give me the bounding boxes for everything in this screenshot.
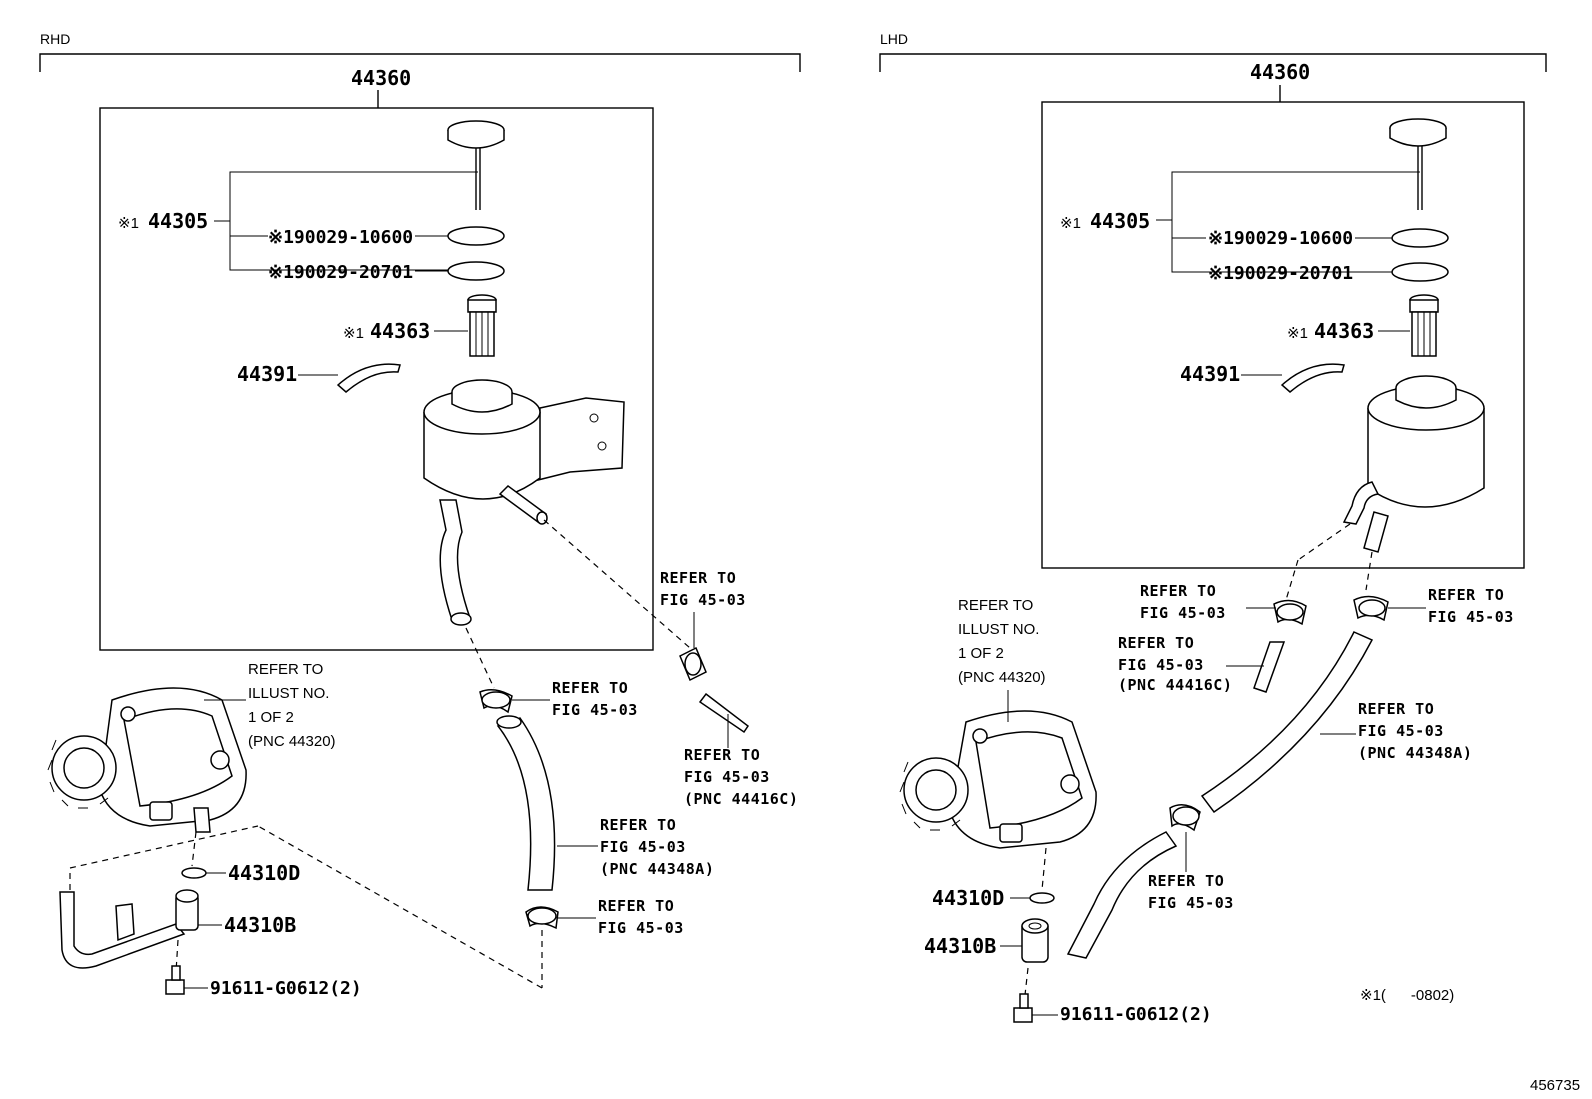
lhd-assembly-box	[1041, 101, 1525, 569]
lhd-o-ring-label[interactable]: 44310D	[932, 886, 1004, 910]
rhd-ref-low-2[interactable]: FIG 45-03	[598, 919, 684, 937]
lhd-ref-suction-2[interactable]: FIG 45-03	[1358, 722, 1444, 740]
lhd-header: LHD	[880, 31, 908, 47]
lhd-union-label[interactable]: 44310B	[924, 934, 996, 958]
lhd-reservoir	[1342, 375, 1485, 553]
rhd-pump-ref-4[interactable]: (PNC 44320)	[248, 733, 336, 750]
lhd-ref-right-1[interactable]: REFER TO	[1428, 586, 1504, 604]
lhd-gasket-b-label[interactable]: ※190029-20701	[1208, 263, 1353, 284]
lhd-filter	[1409, 294, 1439, 357]
rhd-ref-upper-2[interactable]: FIG 45-03	[660, 591, 746, 609]
lhd-ref-right-2[interactable]: FIG 45-03	[1428, 608, 1514, 626]
lhd-gasket-a-label[interactable]: ※190029-10600	[1208, 228, 1353, 249]
rhd-reservoir	[423, 379, 625, 626]
lhd-cap-kit-label[interactable]: 44305	[1090, 209, 1150, 233]
lhd-pump-ref-2[interactable]: ILLUST NO.	[958, 621, 1039, 638]
rhd-o-ring-label[interactable]: 44310D	[228, 861, 300, 885]
lhd-bolt	[1013, 967, 1033, 1023]
rhd-ref-upper-1[interactable]: REFER TO	[660, 569, 736, 587]
rhd-clamp-upper	[679, 646, 707, 682]
lhd-suction-hose	[1200, 631, 1374, 814]
rhd-ref-low-1[interactable]: REFER TO	[598, 897, 674, 915]
rhd-ref-return-3[interactable]: (PNC 44416C)	[684, 790, 798, 808]
rhd-section: RHD 44360 ※1 44305 ※190029-10600 ※190029…	[39, 31, 801, 999]
rhd-ref-return-2[interactable]: FIG 45-03	[684, 768, 770, 786]
rhd-gasket-b-label[interactable]: ※190029-20701	[268, 262, 413, 283]
rhd-assembly-box	[99, 107, 654, 651]
rhd-o-ring	[181, 867, 207, 879]
lhd-reservoir-cap	[1389, 118, 1447, 210]
lhd-ref-left-2[interactable]: FIG 45-03	[1140, 604, 1226, 622]
lhd-union	[1021, 918, 1049, 963]
rhd-cap-kit-label[interactable]: 44305	[148, 209, 208, 233]
rhd-clamp-plate-label[interactable]: 44391	[237, 362, 297, 386]
lhd-ref-low-1[interactable]: REFER TO	[1148, 872, 1224, 890]
rhd-ref-suction-3[interactable]: (PNC 44348A)	[600, 860, 714, 878]
rhd-filter	[467, 294, 497, 357]
lhd-ref-return-1[interactable]: REFER TO	[1118, 634, 1194, 652]
lhd-section: LHD 44360 ※1 44305 ※190029-10600 ※190029…	[879, 31, 1547, 1025]
rhd-pump-ref-2[interactable]: ILLUST NO.	[248, 685, 329, 702]
rhd-clamp-mid	[479, 689, 513, 714]
rhd-bolt	[165, 939, 185, 995]
rhd-pump-ref-1[interactable]: REFER TO	[248, 661, 323, 678]
rhd-bolt-label[interactable]: 91611-G0612(2)	[210, 978, 362, 999]
rhd-clamp-plate	[336, 363, 401, 393]
rhd-cap-kit-mark: ※1	[118, 215, 139, 232]
lhd-o-ring	[1029, 892, 1055, 904]
lhd-ref-suction-1[interactable]: REFER TO	[1358, 700, 1434, 718]
lhd-pump-ref-3[interactable]: 1 OF 2	[958, 645, 1004, 662]
rhd-ref-return-1[interactable]: REFER TO	[684, 746, 760, 764]
lhd-bolt-label[interactable]: 91611-G0612(2)	[1060, 1004, 1212, 1025]
lhd-gasket-a	[1391, 228, 1449, 248]
lhd-assembly-label[interactable]: 44360	[1250, 60, 1310, 84]
rhd-gasket-a-label[interactable]: ※190029-10600	[268, 227, 413, 248]
rhd-power-steering-pump	[47, 687, 247, 833]
rhd-ref-suction-2[interactable]: FIG 45-03	[600, 838, 686, 856]
lhd-pump-ref-1[interactable]: REFER TO	[958, 597, 1033, 614]
rhd-clamp-low	[525, 906, 559, 930]
footnote: ※1( -0802)	[1360, 987, 1454, 1004]
lhd-filter-label[interactable]: 44363	[1314, 319, 1374, 343]
lhd-return-hose	[1253, 641, 1286, 693]
lhd-pressure-pipe	[1066, 831, 1178, 959]
lhd-filter-mark: ※1	[1287, 325, 1308, 342]
rhd-return-hose	[698, 692, 750, 734]
lhd-ref-return-3[interactable]: (PNC 44416C)	[1118, 676, 1232, 694]
figure-id: 456735	[1530, 1077, 1580, 1094]
rhd-ref-mid-1[interactable]: REFER TO	[552, 679, 628, 697]
rhd-assembly-label[interactable]: 44360	[351, 66, 411, 90]
rhd-suction-hose	[496, 717, 556, 891]
lhd-ref-return-2[interactable]: FIG 45-03	[1118, 656, 1204, 674]
lhd-ref-left-1[interactable]: REFER TO	[1140, 582, 1216, 600]
lhd-bracket	[879, 53, 1547, 72]
lhd-clamp-left	[1273, 599, 1307, 626]
lhd-ref-low-2[interactable]: FIG 45-03	[1148, 894, 1234, 912]
lhd-power-steering-pump	[899, 710, 1097, 849]
rhd-gasket-b	[447, 261, 505, 281]
rhd-filter-mark: ※1	[343, 325, 364, 342]
rhd-reservoir-cap	[447, 120, 505, 210]
lhd-cap-kit-mark: ※1	[1060, 215, 1081, 232]
lhd-clamp-low	[1169, 804, 1201, 832]
rhd-gasket-a	[447, 226, 505, 246]
rhd-ref-mid-2[interactable]: FIG 45-03	[552, 701, 638, 719]
rhd-union-label[interactable]: 44310B	[224, 913, 296, 937]
lhd-clamp-plate	[1280, 363, 1345, 393]
lhd-clamp-plate-label[interactable]: 44391	[1180, 362, 1240, 386]
lhd-ref-suction-3[interactable]: (PNC 44348A)	[1358, 744, 1472, 762]
lhd-pump-ref-4[interactable]: (PNC 44320)	[958, 669, 1046, 686]
rhd-ref-suction-1[interactable]: REFER TO	[600, 816, 676, 834]
lhd-gasket-b	[1391, 262, 1449, 282]
rhd-header: RHD	[40, 31, 70, 47]
lhd-clamp-right	[1353, 595, 1389, 622]
rhd-union-pipe	[59, 889, 199, 969]
rhd-filter-label[interactable]: 44363	[370, 319, 430, 343]
rhd-pump-ref-3[interactable]: 1 OF 2	[248, 709, 294, 726]
rhd-bracket	[39, 53, 801, 72]
